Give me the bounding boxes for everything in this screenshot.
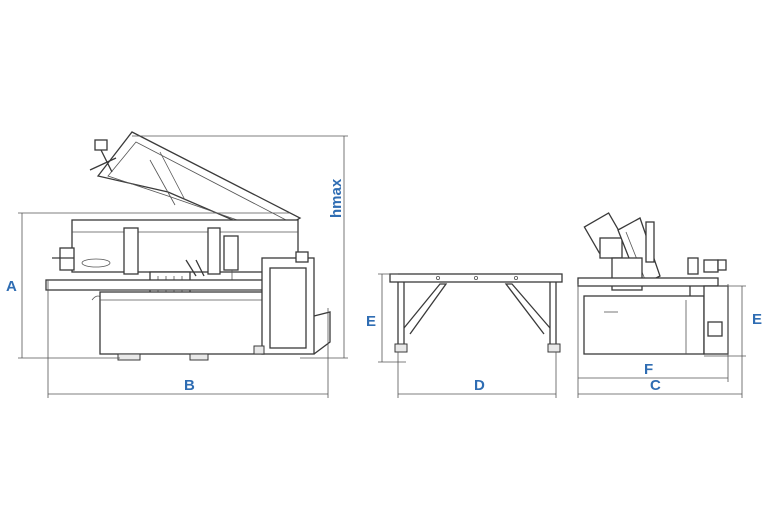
dimension-C: C (577, 356, 743, 398)
label-C: C (650, 377, 661, 394)
roller-stand-view (389, 273, 563, 353)
label-hmax: hmax (328, 178, 345, 218)
label-E-right: E (752, 311, 762, 328)
dimension-A: A (6, 212, 290, 359)
label-F: F (644, 361, 653, 378)
label-A: A (6, 278, 17, 295)
dimension-D: D (397, 352, 557, 398)
dimension-hmax: hmax (132, 135, 348, 359)
saw-front-view (577, 212, 729, 355)
dimension-B: B (47, 280, 329, 398)
saw-side-view (45, 131, 331, 361)
dimension-E-right: E (704, 285, 762, 357)
dimension-E-left: E (366, 273, 406, 363)
label-B: B (184, 377, 195, 394)
label-E-left: E (366, 313, 376, 330)
label-D: D (474, 377, 485, 394)
dimension-F: F (577, 284, 729, 382)
